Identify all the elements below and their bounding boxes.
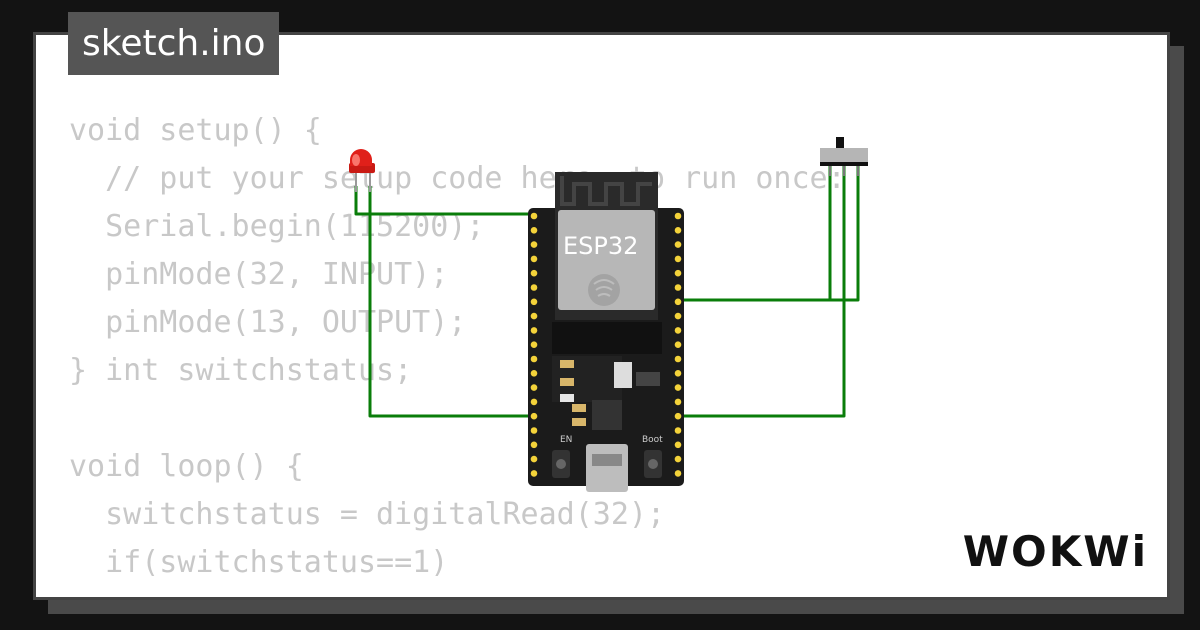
pin [674,312,682,320]
code-line: // put your setup code here, to run once… [69,161,846,196]
code-line: void loop() { [69,449,304,484]
boot-label: Boot [642,435,663,445]
pin [530,370,538,377]
board-label: ESP32 [563,232,638,260]
code-line: digitalWrite(13, HIGH); [69,587,846,597]
pin [530,441,538,449]
code-line: void setup() { [69,113,322,148]
led[interactable] [349,149,375,192]
slide-switch[interactable] [820,137,868,176]
pin [674,441,682,449]
pin [674,384,682,391]
pin [674,227,682,234]
pin [674,212,682,220]
pin [674,241,682,248]
pin [530,312,538,320]
pin [674,398,682,406]
pin [530,398,538,406]
pin [530,470,538,477]
code-line: pinMode(13, OUTPUT); [69,305,467,340]
pin [674,412,682,420]
pin [530,227,538,234]
pin-headers [530,212,682,477]
pin [674,470,682,477]
pin [674,427,682,434]
pin [530,298,538,306]
pin [530,284,538,291]
pin [530,341,538,349]
pin [530,427,538,434]
code-editor: void setup() { // put your setup code he… [69,107,846,597]
pin [674,370,682,377]
pin [674,341,682,349]
usb-port-icon [586,444,628,492]
en-label: EN [560,435,572,445]
code-line: if(switchstatus==1) [69,545,449,580]
pin [674,355,682,363]
pin [674,269,682,277]
pin [674,455,682,463]
code-line: pinMode(32, INPUT); [69,257,449,292]
wire-led-anode [354,186,536,216]
pin [530,455,538,463]
pin [674,327,682,334]
file-tab[interactable]: sketch.ino [68,12,280,75]
pin [530,241,538,248]
pin [530,412,538,420]
wokwi-logo: WOKWi [962,527,1148,576]
pin [530,269,538,277]
pin [530,355,538,363]
code-line: switchstatus = digitalRead(32); [69,497,666,532]
pin [530,212,538,220]
esp32-board[interactable]: ESP32 EN Boot [528,172,684,492]
pin [674,255,682,263]
pin [674,284,682,291]
pin [530,384,538,391]
code-line: } int switchstatus; [69,353,413,388]
pin [674,298,682,306]
pin [530,327,538,334]
pin [530,255,538,263]
